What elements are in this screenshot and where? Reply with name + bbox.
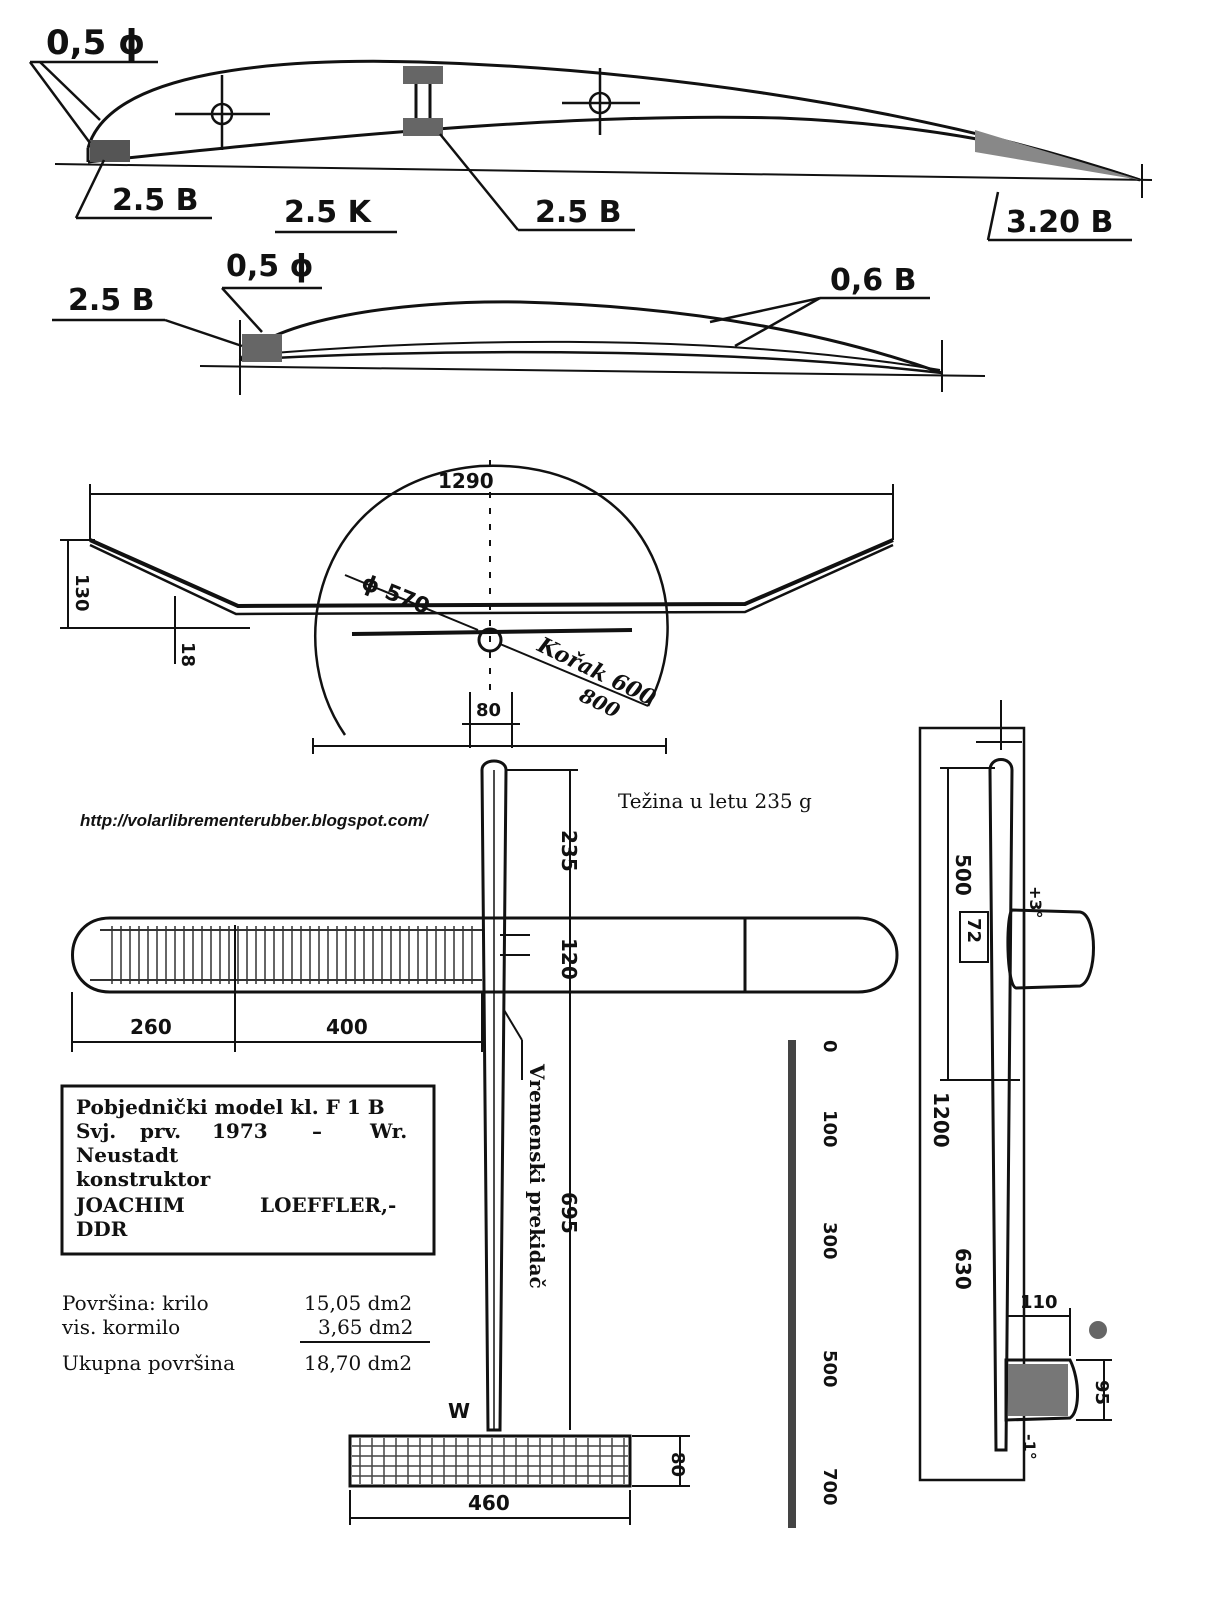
front-span-label: 1290 xyxy=(438,469,494,493)
wing-main-spar-label: 2.5 B xyxy=(535,195,621,230)
plan-wing xyxy=(71,916,899,994)
wing-main-spar-hatch xyxy=(403,118,443,136)
stab-span-label: 460 xyxy=(468,1491,510,1515)
scale-ticks: 0 100 300 500 700 xyxy=(819,1040,840,1506)
title-line-5a: JOACHIM xyxy=(74,1193,185,1217)
side-fin xyxy=(1004,1358,1079,1422)
areas-table: Površina: krilo 15,05 dm2 vis. kormilo 3… xyxy=(61,1291,430,1375)
wing-te-hatch xyxy=(975,130,1140,180)
timer-label: Vremenski prekidač xyxy=(525,1063,549,1289)
stab-skin-label: 0,6 B xyxy=(830,263,916,298)
side-total-label: 1200 xyxy=(929,1092,953,1148)
side-nose-label: 500 xyxy=(951,854,975,896)
title-line-2b: prv. xyxy=(140,1119,181,1143)
wing-ribs xyxy=(90,929,482,981)
area-wing-value: 15,05 dm2 xyxy=(304,1291,412,1315)
stab-profile: 0,5 ϕ 2.5 B 0,6 B xyxy=(52,249,986,395)
front-view: 1290 ϕ 570 Kořak 600 800 130 18 80 xyxy=(60,460,894,754)
title-line-6: DDR xyxy=(76,1217,128,1241)
stab-chord-label: 80 xyxy=(667,1452,688,1477)
title-box: Pobjednički model kl. F 1 B Svj. prv. 19… xyxy=(60,1084,436,1256)
title-line-3: Neustadt xyxy=(76,1143,179,1167)
wing-incidence-label: +3° xyxy=(1026,886,1045,919)
title-line-2e: Wr. xyxy=(369,1119,407,1143)
weight-note: Težina u letu 235 g xyxy=(618,789,812,813)
title-line-2d: – xyxy=(312,1119,322,1143)
fin-height-label: 95 xyxy=(1091,1380,1112,1405)
source-url: http://volarlibrementerubber.blogspot.co… xyxy=(80,811,430,830)
plan-fuselage xyxy=(480,759,508,1432)
side-tail-label: 630 xyxy=(951,1248,975,1290)
title-line-5b: LOEFFLER,- xyxy=(260,1193,396,1217)
scale-tick-label: 0 xyxy=(819,1040,840,1053)
side-chord-label: 72 xyxy=(963,918,984,943)
dihedral-center-label: 18 xyxy=(177,642,198,667)
title-line-2a: Svj. xyxy=(76,1119,116,1143)
nose-width-label: 80 xyxy=(476,700,501,721)
area-wing-label: Površina: krilo xyxy=(62,1291,209,1315)
wing-le-spar-label: 2.5 B xyxy=(112,183,198,218)
scale-tick-label: 700 xyxy=(819,1468,840,1506)
stab-mark-label: W xyxy=(448,1399,470,1423)
title-line-1: Pobjednički model kl. F 1 B xyxy=(76,1095,385,1119)
wing-te-spar-label: 3.20 B xyxy=(1006,205,1113,240)
scale-bar-rod xyxy=(788,1040,796,1528)
area-total-value: 18,70 dm2 xyxy=(304,1351,412,1375)
scale-tick-label: 300 xyxy=(819,1222,840,1260)
side-wing xyxy=(1006,908,1095,990)
tail-boom-label: 695 xyxy=(557,1192,581,1234)
dt-fuse-mark xyxy=(1089,1321,1107,1339)
stab-grid xyxy=(352,1438,628,1484)
plan-stab xyxy=(348,1434,632,1488)
stab-le-spar-hatch xyxy=(242,334,282,362)
area-total-label: Ukupna površina xyxy=(62,1351,235,1375)
fin-width-label: 110 xyxy=(1020,1292,1058,1313)
stab-le-spar-label: 2.5 B xyxy=(68,283,154,318)
front-fuselage-circle xyxy=(477,627,503,653)
side-fin-hatch xyxy=(1008,1364,1068,1416)
wing-rib-lines xyxy=(111,926,473,984)
scale-bar: 0 100 300 500 700 xyxy=(788,1040,840,1528)
wing-bottom-spar-label: 2.5 K xyxy=(284,195,373,230)
side-frame xyxy=(918,726,1026,1482)
wing-profile: 0,5 ϕ 2.5 B 2.5 K 2.5 B 3.20 B xyxy=(28,23,1153,242)
area-stab-label: vis. kormilo xyxy=(61,1315,180,1339)
scale-tick-label: 100 xyxy=(819,1110,840,1148)
dihedral-tip-label: 130 xyxy=(71,574,92,612)
side-view: 500 72 +3° 1200 630 110 95 -1° xyxy=(918,700,1112,1482)
scale-tick-label: 500 xyxy=(819,1350,840,1388)
wing-le-dia-label: 0,5 ϕ xyxy=(46,23,145,63)
side-fuselage xyxy=(988,758,1014,1452)
wing-top-spar-hatch xyxy=(403,66,443,84)
plan-chord-label: 120 xyxy=(557,938,581,980)
nose-length-label: 235 xyxy=(557,830,581,872)
title-line-2c: 1973 xyxy=(212,1119,268,1143)
stab-incidence-label: -1° xyxy=(1020,1434,1039,1460)
title-line-4: konstruktor xyxy=(76,1167,211,1191)
plan-view: 235 120 695 260 400 Vremenski prekidač 4… xyxy=(71,759,899,1525)
panel-center-label: 400 xyxy=(326,1015,368,1039)
wing-le-spar-hatch xyxy=(90,140,130,162)
stab-le-dia-label: 0,5 ϕ xyxy=(226,249,313,284)
area-stab-value: 3,65 dm2 xyxy=(318,1315,413,1339)
panel-tip-label: 260 xyxy=(130,1015,172,1039)
